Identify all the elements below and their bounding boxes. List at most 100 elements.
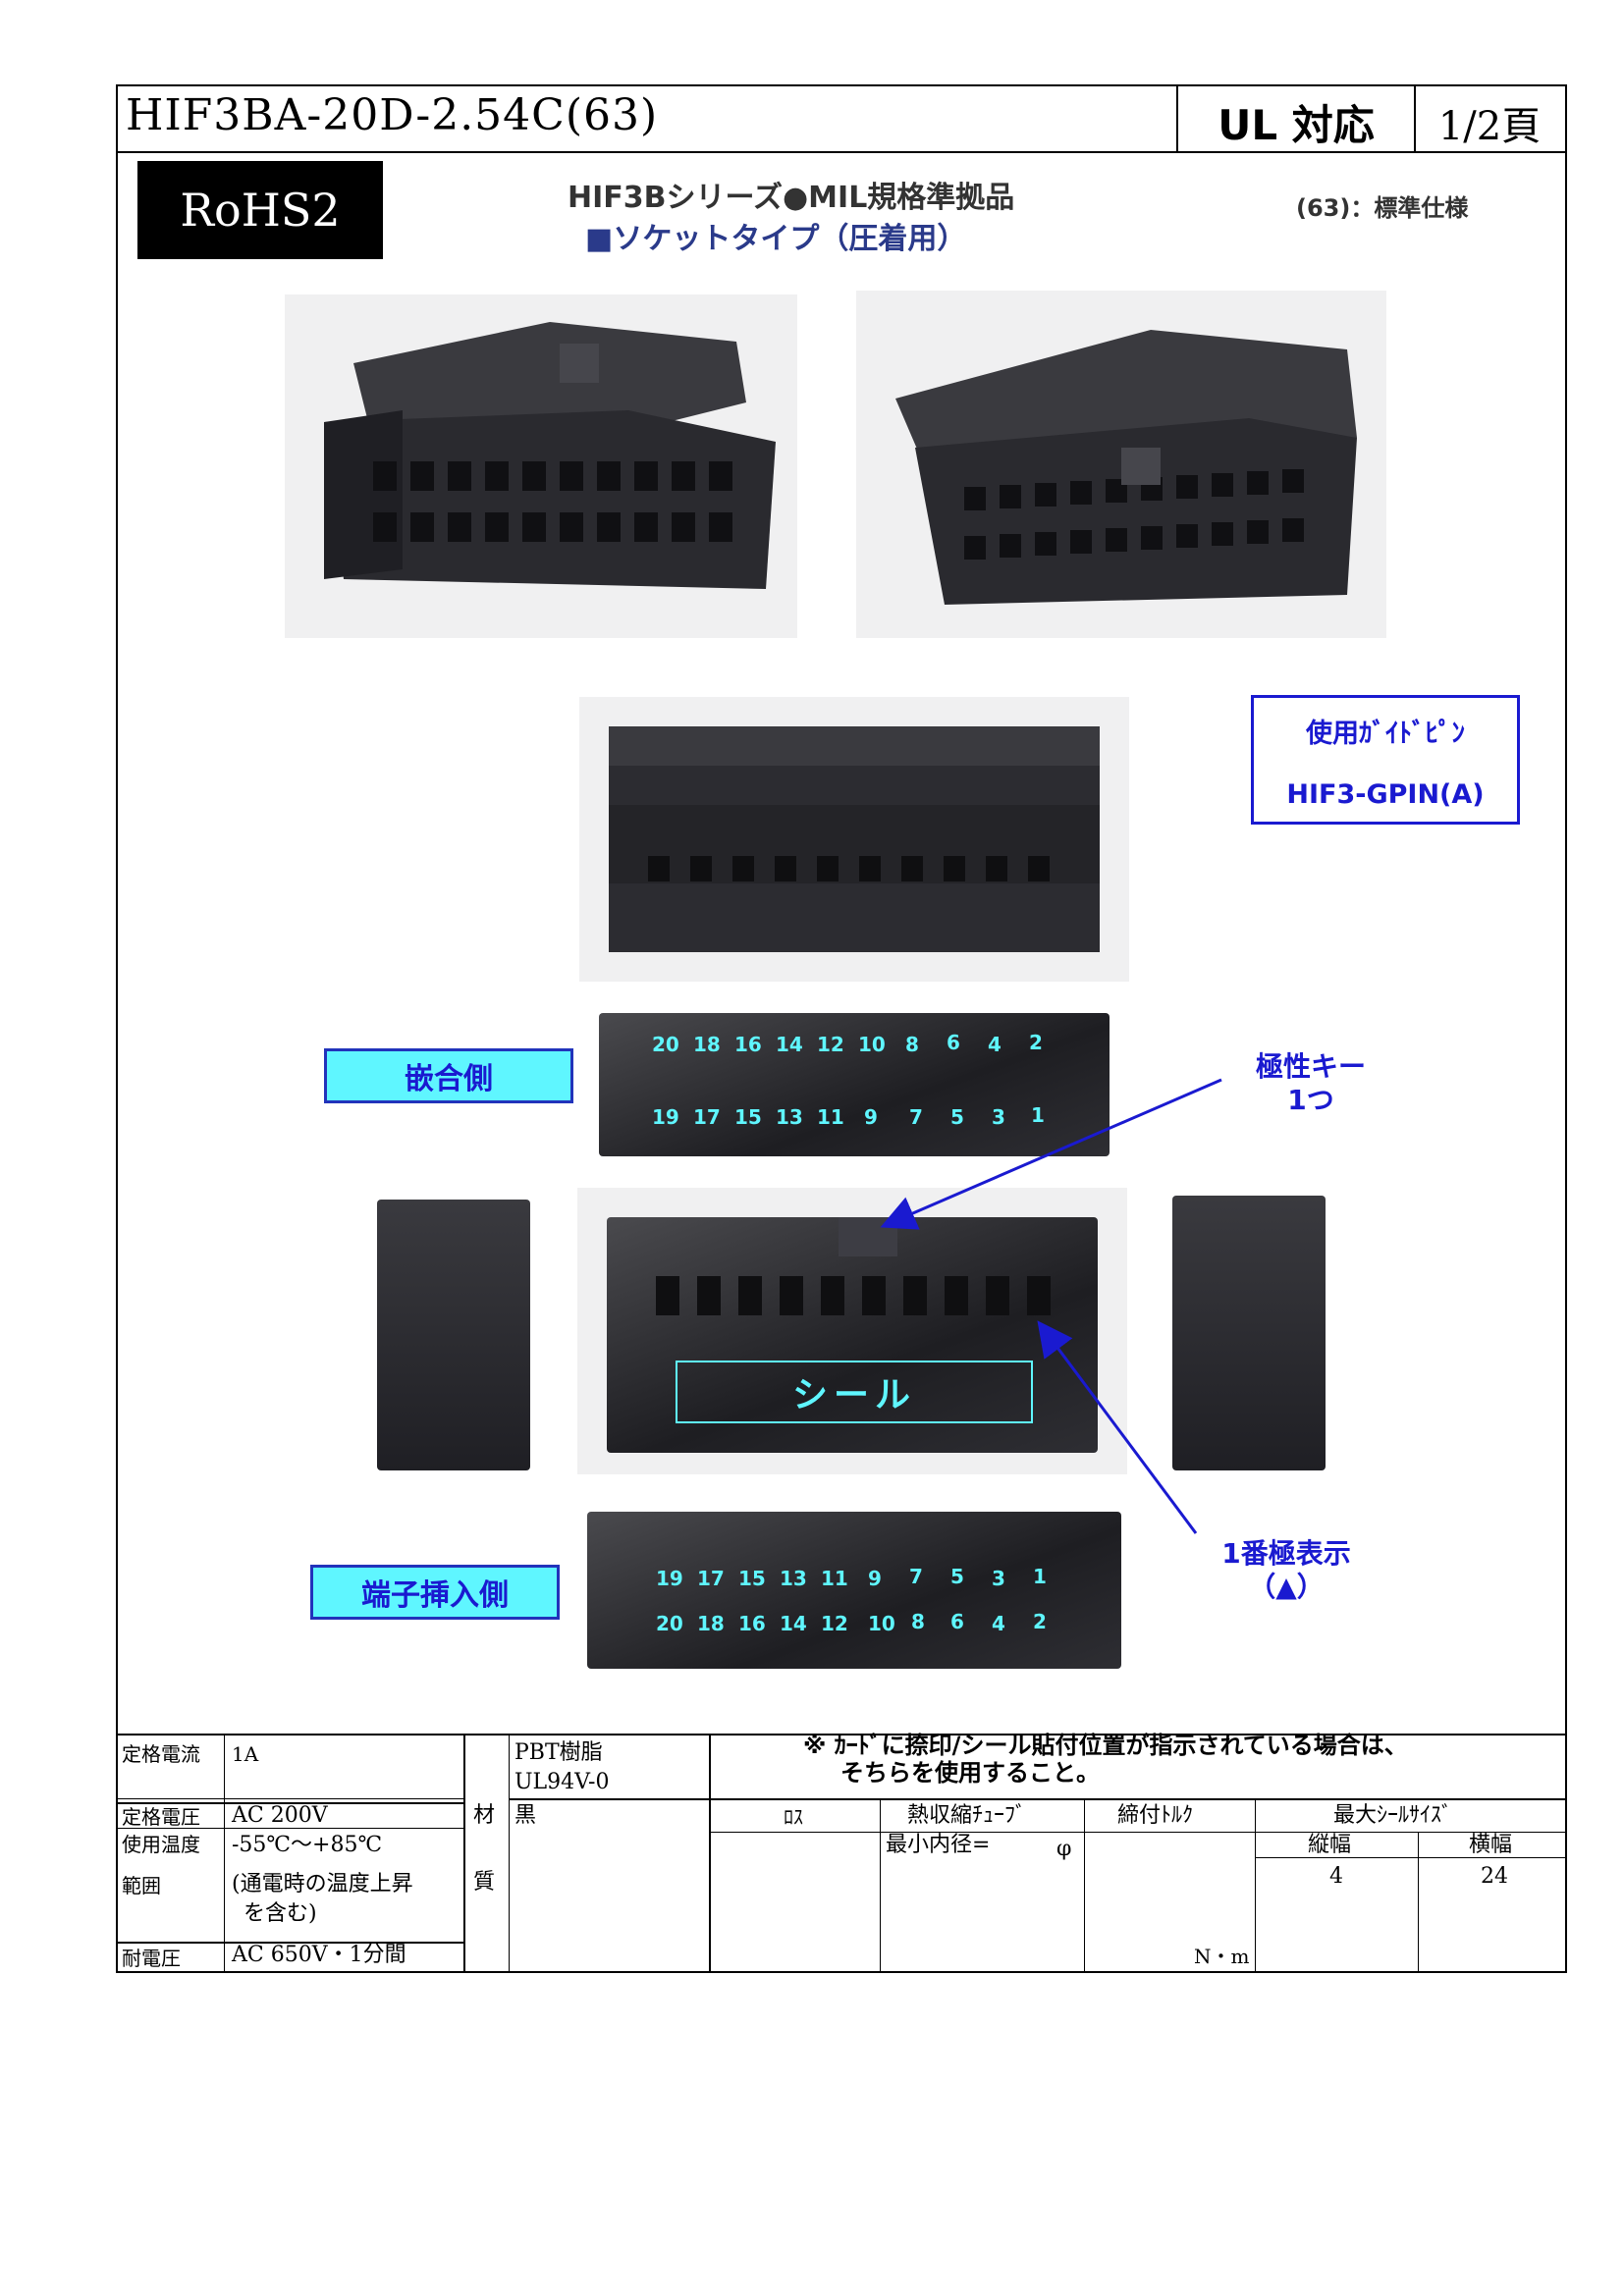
grid-line — [1255, 1857, 1567, 1858]
grid-line — [1255, 1798, 1256, 1973]
pin-label: 15 — [734, 1105, 762, 1129]
grid-line — [709, 1832, 1567, 1833]
photo-angle-right — [856, 291, 1386, 638]
pin-label: 16 — [738, 1612, 766, 1635]
pin-label: 11 — [821, 1567, 848, 1590]
pin-label: 13 — [780, 1567, 807, 1590]
polarity-key-line2: 1つ — [1287, 1084, 1334, 1116]
material-label-2: 質 — [473, 1870, 496, 1895]
cavity — [738, 1276, 762, 1315]
pin-label: 14 — [776, 1033, 803, 1056]
connector-top-view — [609, 726, 1100, 952]
pin-label: 8 — [905, 1033, 919, 1056]
header-divider-v2 — [1414, 86, 1416, 151]
ul-compliance: UL 対応 — [1218, 101, 1375, 149]
rated-current-value: 1A — [232, 1742, 259, 1766]
mating-side-label: 嵌合側 — [324, 1048, 573, 1103]
pin-label: 14 — [780, 1612, 807, 1635]
rohs-badge: RoHS2 — [137, 161, 383, 259]
torque-unit: N・m — [1194, 1945, 1250, 1968]
pin1-line1: 1番極表示 — [1221, 1537, 1351, 1570]
pin-label: 10 — [858, 1033, 886, 1056]
height-header: 縦幅 — [1308, 1833, 1352, 1857]
pin-label: 16 — [734, 1033, 762, 1056]
polarity-key-line1: 極性キー — [1255, 1050, 1366, 1083]
max-seal-header: 最大ｼｰﾙｻｲｽﾞ — [1333, 1803, 1453, 1828]
temp-label-2: 範囲 — [122, 1874, 161, 1897]
temp-note-2: を含む) — [244, 1901, 317, 1926]
pin-label: 7 — [909, 1565, 923, 1588]
photo-angle-left — [285, 294, 797, 638]
grid-line — [1418, 1832, 1419, 1973]
header-divider-v1 — [1176, 86, 1178, 151]
heat-shrink-header: 熱収縮ﾁｭｰﾌﾞ — [907, 1803, 1027, 1828]
pin-label: 17 — [693, 1105, 721, 1129]
rated-voltage-value: AC 200V — [232, 1803, 328, 1828]
grid-line — [116, 1802, 465, 1804]
pin-label: 18 — [697, 1612, 725, 1635]
guide-pin-box: 使用ｶﾞｲﾄﾞﾋﾟﾝ HIF3-GPIN(A) — [1251, 695, 1520, 825]
temp-value: -55℃～+85℃ — [232, 1833, 383, 1857]
front-view-photo — [577, 1188, 1127, 1474]
pin-label: 6 — [950, 1610, 964, 1633]
pin-label: 19 — [652, 1105, 679, 1129]
front-view-body — [607, 1217, 1098, 1453]
withstand-value: AC 650V・1分間 — [232, 1943, 406, 1967]
pin-label: 1 — [1031, 1103, 1045, 1127]
pin-label: 15 — [738, 1567, 766, 1590]
series-title: HIF3Bシリーズ●MIL規格準拠品 — [568, 181, 1015, 215]
seal-width-value: 24 — [1481, 1864, 1508, 1889]
pin-label: 10 — [868, 1612, 895, 1635]
seal-label: シール — [676, 1361, 1033, 1423]
part-number-title: HIF3BA-20D-2.54C(63) — [126, 90, 659, 140]
cavity — [697, 1276, 721, 1315]
photo-top-view — [579, 697, 1129, 982]
pin-label: 4 — [992, 1612, 1005, 1635]
grid-line — [116, 1828, 465, 1829]
cavity — [780, 1276, 803, 1315]
table-bottom-line — [116, 1971, 1567, 1973]
cavity — [903, 1276, 927, 1315]
material-grade: UL94V-0 — [514, 1770, 610, 1794]
pin-label: 20 — [652, 1033, 679, 1056]
temp-note-1: (通電時の温度上昇 — [232, 1872, 413, 1896]
pin-label: 20 — [656, 1612, 683, 1635]
cavity — [986, 1276, 1009, 1315]
spec-table: 定格電流 1A 定格電圧 AC 200V 使用温度 範囲 -55℃～+85℃ (… — [116, 1732, 1567, 1973]
grid-line — [116, 1798, 465, 1799]
grid-line — [116, 1942, 465, 1944]
cavity — [862, 1276, 886, 1315]
table-top-line — [116, 1734, 1567, 1735]
pin-label: 8 — [911, 1610, 925, 1633]
temp-label-1: 使用温度 — [122, 1833, 200, 1856]
note-line2: そちらを使用すること。 — [840, 1759, 1100, 1787]
header-divider — [118, 151, 1565, 153]
table-left-line — [116, 1734, 118, 1973]
material-resin: PBT樹脂 — [514, 1740, 603, 1765]
pin-label: 13 — [776, 1105, 803, 1129]
pin-label: 11 — [817, 1105, 844, 1129]
grid-line — [880, 1798, 881, 1973]
note-line1: ※ ｶｰﾄﾞに捺印/シール貼付位置が指示されている場合は、 — [803, 1732, 1408, 1759]
pin-label: 6 — [947, 1031, 960, 1054]
pin1-note: 1番極表示 （▲） — [1188, 1537, 1384, 1604]
mating-side-face: 20 18 16 14 12 10 8 6 4 2 19 17 15 13 11… — [599, 1013, 1110, 1156]
pin-label: 12 — [817, 1033, 844, 1056]
grid-line — [509, 1734, 510, 1973]
width-header: 横幅 — [1469, 1833, 1513, 1857]
pin-label: 19 — [656, 1567, 683, 1590]
material-color: 黒 — [514, 1803, 537, 1828]
terminal-side-face: 19 17 15 13 11 9 7 5 3 1 20 18 16 14 12 … — [587, 1512, 1121, 1669]
cavity — [821, 1276, 844, 1315]
grid-line — [463, 1734, 465, 1973]
cavity — [656, 1276, 679, 1315]
pin-label: 2 — [1033, 1610, 1047, 1633]
guide-pin-label: 使用ｶﾞｲﾄﾞﾋﾟﾝ — [1306, 719, 1465, 749]
connector-photo-left — [324, 322, 776, 589]
phi-symbol: φ — [1056, 1837, 1072, 1861]
pin-label: 7 — [909, 1105, 923, 1129]
grid-line — [509, 1798, 711, 1800]
pin-label: 9 — [864, 1105, 878, 1129]
grid-line — [224, 1734, 225, 1973]
